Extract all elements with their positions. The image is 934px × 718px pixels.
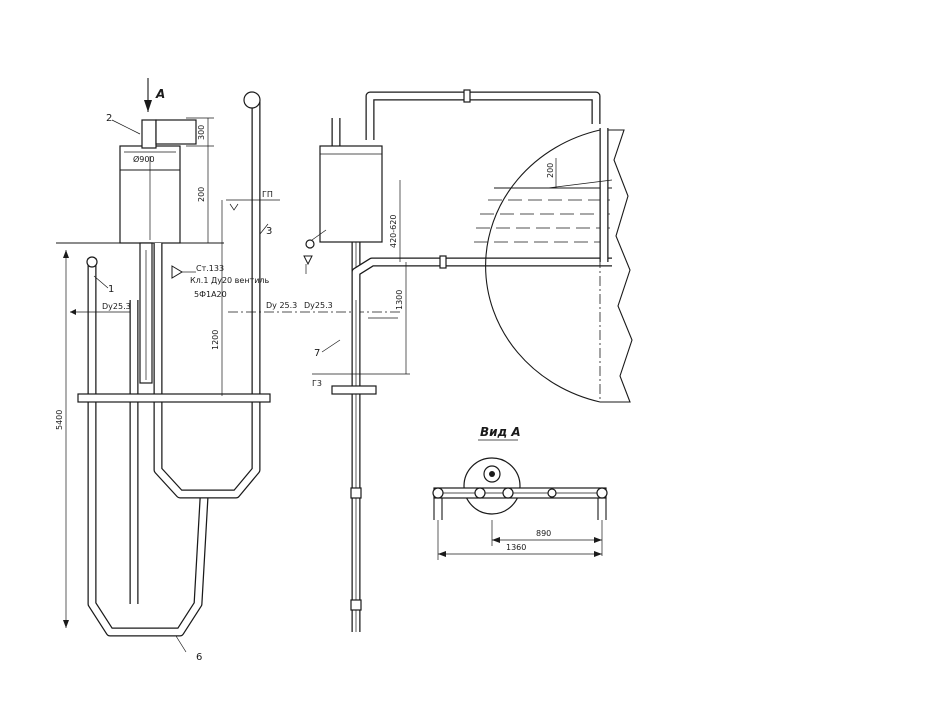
dim-1360: 1360 (506, 543, 526, 552)
middle-assembly: Dу25.3 7 Г3 420-620 1300 (303, 89, 612, 632)
joint-2 (350, 599, 362, 611)
dim-200: 200 (546, 163, 555, 178)
vessel-top-plate (155, 119, 197, 145)
pipe-loop-left-inner (88, 258, 208, 636)
leader-diam-left-arrow (70, 309, 76, 315)
level-g3-label: Г3 (312, 379, 322, 388)
view-arrow-head (144, 100, 152, 112)
leader-pos-3 (259, 223, 269, 235)
dim-1360-arrow-r (594, 551, 602, 557)
view-a: Вид А 890 1360 (432, 425, 608, 560)
dim-420-620: 420-620 (389, 215, 398, 248)
view-a-end-left (432, 487, 444, 499)
middle-vessel (319, 145, 383, 243)
leader-pos-7 (321, 339, 341, 353)
view-a-pipe-1 (474, 487, 486, 499)
dim-1200: 1200 (211, 330, 220, 350)
view-a-end-right (596, 487, 608, 499)
top-pipe-outer (331, 91, 601, 146)
clamp-band-mid (331, 385, 377, 395)
clamp-band (77, 393, 271, 403)
valve-icon (171, 265, 183, 279)
valve-small-icon (303, 255, 313, 266)
dim-top-300: 300 (197, 125, 206, 140)
leader-pos-2 (111, 119, 141, 135)
tank-wall (485, 129, 601, 403)
dim-1360-arrow-l (438, 551, 446, 557)
dim-890: 890 (536, 529, 551, 538)
note-diam-right: Dу25.3 (304, 301, 333, 310)
view-a-pipe-2 (502, 487, 514, 499)
dim-5400: 5400 (55, 410, 64, 430)
pipe-1-end (86, 256, 98, 268)
dim-890-arrow-l (492, 537, 500, 543)
tank-section: 200 (474, 128, 633, 403)
dim-1300: 1300 (395, 290, 404, 310)
flange-center (489, 471, 495, 477)
valve-note-3: 5Ф1А20 (194, 290, 227, 299)
tank-break-line (600, 129, 633, 403)
side-pipe-inner (352, 258, 612, 300)
dim-ext-200 (547, 179, 613, 189)
valve-note-2: Кл.1 Ду20 вентиль (190, 276, 270, 285)
dim-5400-arrow-bot (63, 620, 69, 628)
valve-handwheel-icon (305, 239, 315, 249)
level-gp-label: ГП (262, 190, 273, 199)
valve-arm (311, 229, 327, 241)
vessel-nozzle (141, 119, 157, 149)
pipe-loop-right-inner (154, 100, 260, 498)
dim-inner-dia: Ø900 (133, 154, 155, 164)
view-arrow-label: A (155, 87, 165, 101)
level-gp-mark (229, 203, 239, 211)
label-pos-2: 2 (106, 113, 112, 124)
leader-pos-1 (93, 275, 109, 289)
top-pipe-inner (332, 92, 600, 146)
flange-disc (463, 457, 521, 515)
view-a-pipe-3 (547, 488, 557, 498)
left-assembly: A 2 Ø900 300 200 Ст.133 (55, 78, 400, 663)
label-pos-1: 1 (108, 284, 114, 295)
dim-5400-arrow-top (63, 250, 69, 258)
joint-1 (350, 487, 362, 499)
label-pos-7: 7 (314, 348, 320, 359)
note-diam-mid: Dу 25.3 (266, 301, 297, 310)
label-pos-3: 3 (266, 226, 272, 237)
flange-top (463, 89, 471, 103)
leader-pos-6 (175, 635, 187, 653)
label-pos-6: 6 (196, 652, 202, 663)
valve-note-1: Ст.133 (196, 264, 224, 273)
dim-890-arrow-r (594, 537, 602, 543)
note-diam-left: Dу25.3 (102, 302, 131, 311)
view-a-title: Вид А (480, 425, 521, 439)
pipe-3-cap (243, 91, 261, 109)
flange-side (439, 255, 447, 269)
dim-vessel-200: 200 (197, 187, 206, 202)
